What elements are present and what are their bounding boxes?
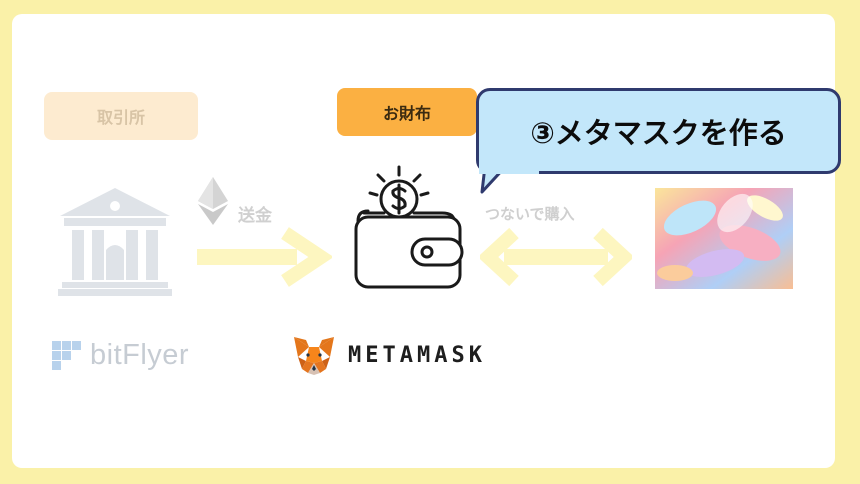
- bank-icon: [58, 188, 172, 296]
- send-label: 送金: [238, 206, 272, 226]
- metamask-name: METAMASK: [348, 342, 486, 368]
- exchange-label: 取引所: [44, 92, 198, 140]
- nft-artwork: [655, 188, 793, 289]
- buy-label: つないで購入: [485, 205, 575, 223]
- bitflyer-name: bitFlyer: [90, 339, 190, 371]
- arrow-right-icon: [197, 227, 332, 287]
- wallet-icon: [354, 165, 464, 289]
- callout-tail-cover: [479, 160, 539, 174]
- callout-bubble: ③メタマスクを作る: [476, 88, 841, 174]
- wallet-label: お財布: [337, 88, 477, 136]
- ethereum-icon: [198, 177, 228, 225]
- arrow-both-icon: [480, 227, 632, 287]
- bitflyer-logo: bitFlyer: [52, 339, 189, 372]
- metamask-fox-icon: [294, 337, 334, 375]
- bitflyer-mark-icon: [52, 340, 81, 370]
- metamask-logo: METAMASK: [292, 335, 486, 375]
- callout-text: ③メタマスクを作る: [530, 116, 787, 150]
